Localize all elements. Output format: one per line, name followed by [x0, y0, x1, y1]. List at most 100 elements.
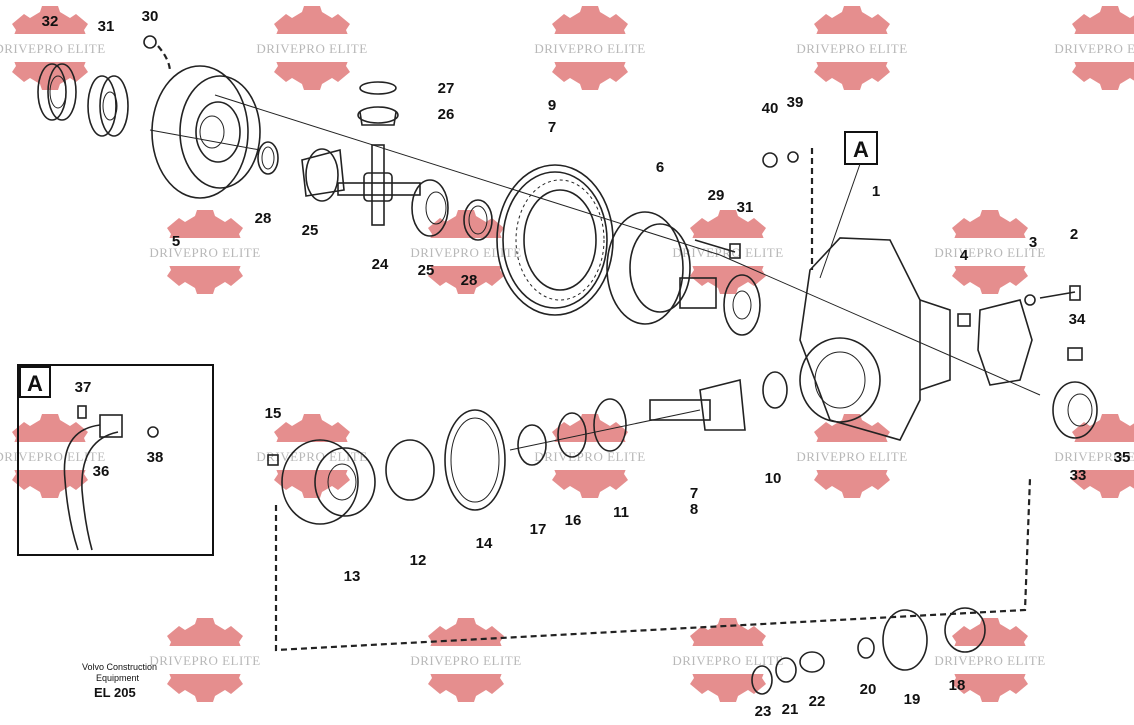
- callout-label-6: 6: [656, 159, 664, 176]
- watermark-text: DRIVEPRO ELITE: [796, 41, 907, 56]
- watermark-text: DRIVEPRO ELITE: [410, 245, 521, 260]
- callout-label-33: 33: [1070, 467, 1087, 484]
- watermark-gear-icon: DRIVEPRO ELITE: [792, 6, 912, 90]
- part-34-lock-plate: [1067, 347, 1083, 361]
- callout-label-14: 14: [476, 535, 493, 552]
- watermark-text: DRIVEPRO ELITE: [256, 449, 367, 464]
- part-2-bolt: [1039, 285, 1081, 301]
- part-20-washer: [857, 637, 875, 659]
- footer-code: EL 205: [94, 685, 136, 700]
- part-7-8-pinion: [649, 378, 746, 431]
- callout-label-30: 30: [142, 8, 159, 25]
- callout-label-28: 28: [255, 210, 272, 227]
- part-15-bolt: [267, 454, 279, 466]
- part-31-bearing: [87, 75, 129, 137]
- callout-label-19: 19: [904, 691, 921, 708]
- callout-a-letter: A: [853, 137, 869, 162]
- callout-label-24: 24: [372, 256, 389, 273]
- callout-label-23: 23: [755, 703, 772, 720]
- callout-label-28: 28: [461, 272, 478, 289]
- callout-label-10: 10: [765, 470, 782, 487]
- callout-label-7: 7: [690, 485, 698, 502]
- watermark-text: DRIVEPRO ELITE: [0, 41, 106, 56]
- watermark-gear-icon: DRIVEPRO ELITE: [0, 6, 110, 90]
- watermark-gear-icon: DRIVEPRO ELITE: [252, 6, 372, 90]
- callout-label-7: 7: [548, 119, 556, 136]
- footer-line2: Equipment: [96, 673, 140, 683]
- part-40-plug: [762, 152, 778, 168]
- part-10-bearing: [762, 371, 788, 409]
- watermark-text: DRIVEPRO ELITE: [0, 449, 106, 464]
- part-28-washer-right: [463, 199, 493, 241]
- callout-label-36: 36: [93, 463, 110, 480]
- watermark-text: DRIVEPRO ELITE: [149, 653, 260, 668]
- watermark-text: DRIVEPRO ELITE: [1054, 449, 1134, 464]
- watermark-gear-icon: DRIVEPRO ELITE: [1050, 414, 1134, 498]
- part-21-nut: [775, 657, 797, 683]
- callout-label-2: 2: [1070, 226, 1078, 243]
- watermark-gear-icon: DRIVEPRO ELITE: [530, 414, 650, 498]
- callout-label-25: 25: [302, 222, 319, 239]
- part-14-shim: [444, 409, 506, 511]
- part-24-spider: [337, 144, 421, 226]
- watermark-text: DRIVEPRO ELITE: [934, 653, 1045, 668]
- callout-label-35: 35: [1114, 449, 1131, 466]
- callout-label-37: 37: [75, 379, 92, 396]
- watermark-layer: DRIVEPRO ELITE DRIVEPRO ELITE DRIVEPRO ELI…: [0, 6, 1134, 702]
- watermark-gear-icon: DRIVEPRO ELITE: [930, 210, 1050, 294]
- watermark-gear-icon: DRIVEPRO ELITE: [0, 414, 110, 498]
- watermark-text: DRIVEPRO ELITE: [256, 41, 367, 56]
- part-12-oring: [385, 439, 435, 501]
- watermark-text: DRIVEPRO ELITE: [1054, 41, 1134, 56]
- callout-label-40: 40: [762, 100, 779, 117]
- callout-label-3: 3: [1029, 234, 1037, 251]
- watermark-text: DRIVEPRO ELITE: [934, 245, 1045, 260]
- callout-label-12: 12: [410, 552, 427, 569]
- watermark-gear-icon: DRIVEPRO ELITE: [668, 618, 788, 702]
- callout-label-22: 22: [809, 693, 826, 710]
- part-39-washer: [787, 148, 814, 270]
- part-4-dowel: [957, 313, 971, 327]
- part-33-adjuster-nut: [1052, 381, 1098, 439]
- watermark-text: DRIVEPRO ELITE: [796, 449, 907, 464]
- part-18-flange: [944, 607, 986, 653]
- watermark-gear-icon: DRIVEPRO ELITE: [930, 618, 1050, 702]
- detail-view-a: A: [17, 364, 214, 556]
- watermark-gear-icon: DRIVEPRO ELITE: [406, 210, 526, 294]
- part-17-seal: [517, 424, 547, 466]
- callout-label-17: 17: [530, 521, 547, 538]
- part-6-case-half: [606, 211, 717, 325]
- watermark-text: DRIVEPRO ELITE: [149, 245, 260, 260]
- part-29-bolt: [694, 239, 741, 259]
- watermark-text: DRIVEPRO ELITE: [672, 653, 783, 668]
- part-bearing-cap: [977, 299, 1033, 386]
- watermark-gear-icon: DRIVEPRO ELITE: [145, 210, 265, 294]
- part-23-ring: [751, 665, 773, 695]
- callout-a-box: [844, 131, 878, 165]
- part-19-gear: [882, 609, 928, 671]
- part-26-side-gear: [357, 106, 399, 126]
- part-25-pinion-left: [301, 148, 345, 202]
- part-9-7-crown-wheel: [496, 164, 614, 316]
- callout-label-13: 13: [344, 568, 361, 585]
- callout-label-9: 9: [548, 97, 556, 114]
- callout-label-16: 16: [565, 512, 582, 529]
- part-31-bearing-right: [723, 274, 761, 336]
- callout-label-32: 32: [42, 13, 59, 30]
- part-27-washer: [359, 81, 397, 95]
- callout-label-39: 39: [787, 94, 804, 111]
- callout-label-26: 26: [438, 106, 455, 123]
- callout-label-18: 18: [949, 677, 966, 694]
- callout-label-21: 21: [782, 701, 799, 718]
- callout-label-31: 31: [98, 18, 115, 35]
- callout-label-34: 34: [1069, 311, 1086, 328]
- watermark-gear-icon: DRIVEPRO ELITE: [792, 414, 912, 498]
- watermark-gear-icon: DRIVEPRO ELITE: [530, 6, 650, 90]
- watermark-text: DRIVEPRO ELITE: [534, 41, 645, 56]
- callout-label-31: 31: [737, 199, 754, 216]
- watermark-gear-icon: DRIVEPRO ELITE: [406, 618, 526, 702]
- part-25-pinion-right: [411, 179, 449, 237]
- callout-label-27: 27: [438, 80, 455, 97]
- detail-a-letter: A: [27, 371, 43, 396]
